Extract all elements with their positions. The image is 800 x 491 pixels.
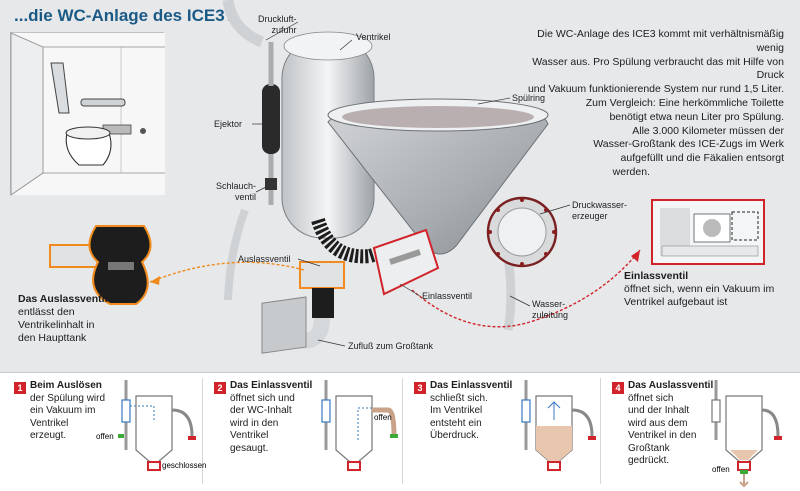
label-inlet-valve: Einlassventil	[422, 291, 473, 301]
ejector	[262, 84, 280, 154]
step-2-schematic: offen	[321, 380, 398, 471]
outlet-valve	[299, 261, 345, 289]
step-number: 4	[612, 382, 624, 394]
step-3: 3 Das Einlassventil schließt sich. Im Ve…	[408, 380, 598, 490]
wc-system-illustration	[49, 0, 765, 354]
outlet-valve-description: Das Auslassventil entlässt den Ventrikel…	[18, 293, 108, 344]
step-4: 4 Das Auslassventil öffnet sich und der …	[606, 380, 796, 490]
valve-state-open: offen	[712, 465, 730, 474]
toilet-interior-drawing	[10, 32, 165, 196]
inlet-valve-detail	[651, 199, 765, 265]
outlet-detail-arrow	[149, 261, 305, 283]
process-steps-strip	[0, 372, 800, 491]
step-number: 2	[214, 382, 226, 394]
inlet-detail-arrow	[411, 249, 641, 328]
label-ejector: Ejektor	[214, 119, 243, 129]
step-number: 3	[414, 382, 426, 394]
toilet-interior-inset	[10, 32, 165, 196]
step-1: 1 Beim Auslösen der Spülung wird ein Vak…	[8, 380, 206, 490]
label-compressed-air-supply: Druckluft-zufuhr	[258, 14, 297, 35]
compressed-air-hose	[222, 0, 265, 48]
step-text: Beim Auslösen der Spülung wird ein Vakuu…	[30, 380, 106, 441]
outlet-valve-detail	[49, 225, 152, 305]
label-outlet-valve: Auslassventil	[238, 254, 291, 264]
mounting-plate	[261, 296, 307, 354]
label-pressure-water-generator: Druckwasser-erzeuger	[572, 200, 628, 221]
label-ventricle: Ventrikel	[356, 32, 391, 42]
valve-state-open: offen	[374, 413, 392, 422]
label-water-supply: Wasser-zuleitung	[532, 299, 569, 320]
inlet-valve-description: Einlassventil öffnet sich, wenn ein Vaku…	[624, 270, 775, 308]
step-text: Das Einlassventil öffnet sich und der WC…	[230, 380, 313, 454]
step-3-schematic	[521, 380, 596, 471]
valve-state-closed: geschlossen	[162, 461, 206, 470]
step-text: Das Einlassventil schließt sich. Im Vent…	[430, 380, 513, 441]
step-text: Das Auslassventil öffnet sich und der In…	[628, 380, 714, 466]
valve-state-open: offen	[96, 432, 114, 441]
label-inflow-main-tank: Zufluß zum Großtank	[348, 341, 434, 351]
inlet-valve	[372, 228, 440, 296]
step-1-schematic: offen geschlossen	[96, 380, 206, 471]
label-flush-ring: Spülring	[512, 93, 546, 103]
info-paragraph: Die WC-Anlage des ICE3 kommt mit verhält…	[527, 28, 784, 178]
step-4-schematic: offen	[711, 380, 782, 488]
label-hose-valve: Schlauch-ventil	[216, 181, 257, 202]
step-number: 1	[14, 382, 26, 394]
step-2: 2 Das Einlassventil öffnet sich und der …	[208, 380, 398, 490]
page-title: ...die WC-Anlage des ICE3?	[14, 6, 236, 25]
